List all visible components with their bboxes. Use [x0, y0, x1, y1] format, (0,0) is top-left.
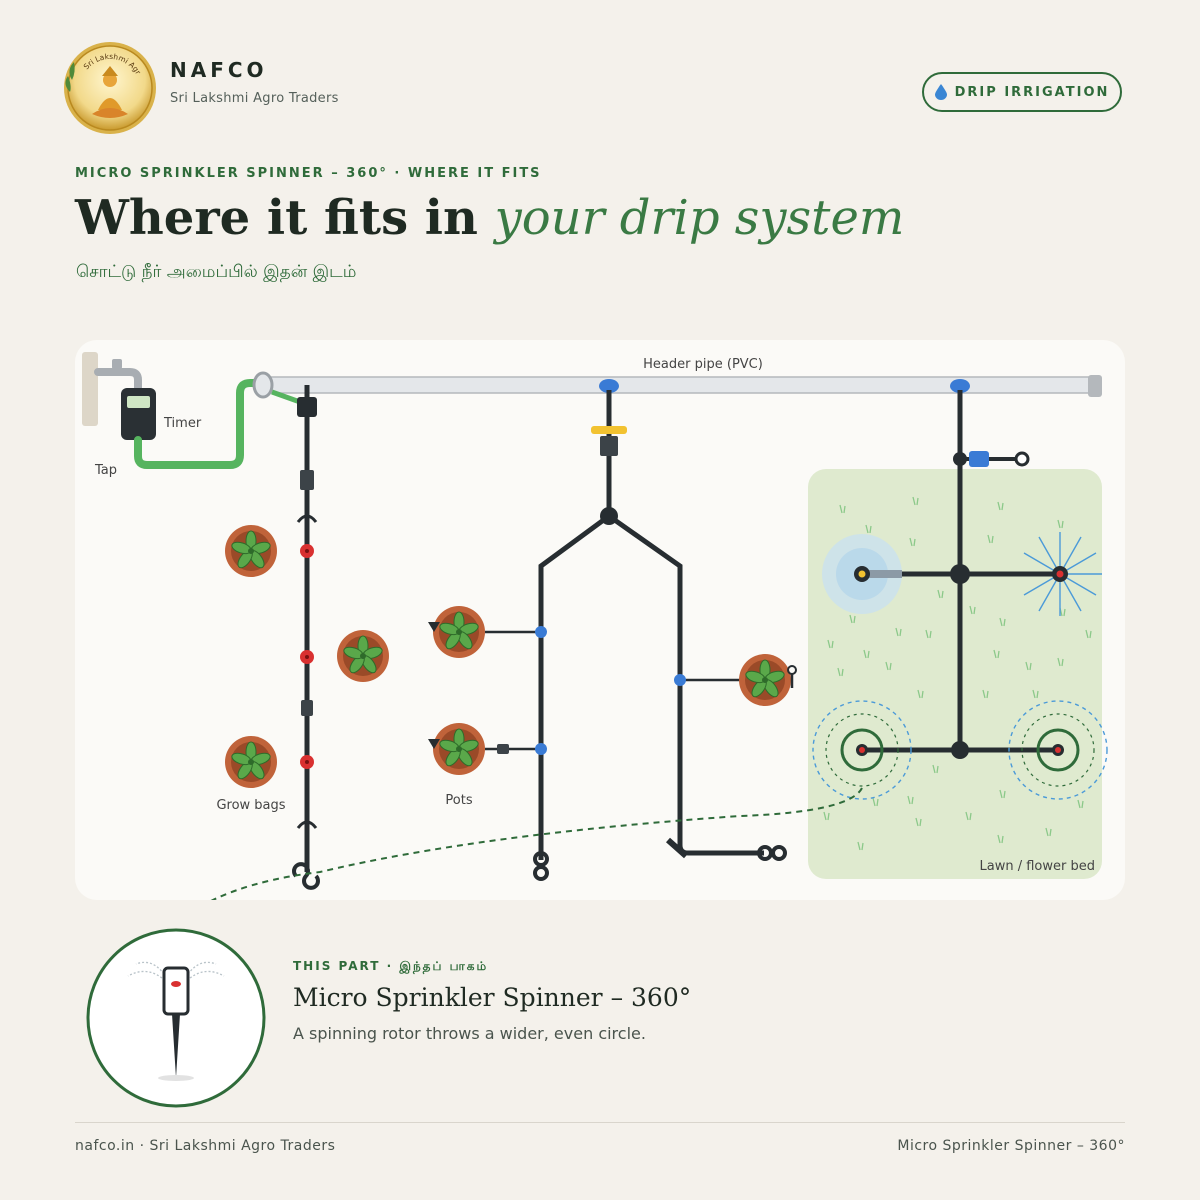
brand-logo: Sri Lakshmi Agro	[60, 33, 158, 136]
lawn-bed	[808, 469, 1102, 879]
timer-device	[121, 388, 156, 440]
header-pipe	[261, 376, 1099, 394]
end-cap-fold	[292, 862, 320, 890]
grow-bag-feed-tube	[271, 389, 301, 405]
footer-company: Sri Lakshmi Agro Traders	[149, 1138, 336, 1154]
tap-label: Tap	[94, 463, 117, 478]
tap-handle	[112, 359, 122, 369]
tap-spout	[94, 368, 142, 396]
part-kicker: THIS PART · இந்தப் பாகம்	[293, 959, 488, 975]
badge-label: DRIP IRRIGATION	[954, 84, 1110, 100]
tamil-subtitle: சொட்டு நீர் அமைப்பில் இதன் இடம்	[76, 262, 357, 282]
pot-plant	[738, 653, 792, 707]
grommet-takeoff	[674, 674, 686, 686]
grommet-takeoff	[535, 743, 547, 755]
section-kicker: MICRO SPRINKLER SPINNER – 360° · WHERE I…	[75, 166, 542, 181]
grommet-takeoff	[535, 626, 547, 638]
page-title: Where it fits in your drip system	[75, 190, 904, 246]
end-cap	[533, 865, 549, 881]
pots-filter	[591, 426, 627, 434]
header-pipe-label: Header pipe (PVC)	[643, 357, 763, 372]
garden-hose	[134, 379, 266, 469]
dripper-stake-icon	[428, 739, 440, 749]
pots-valve	[600, 436, 618, 456]
grow-bag-joiner	[301, 700, 313, 716]
title-emphasis: your drip system	[494, 190, 905, 246]
part-kicker-tamil: · இந்தப் பாகம்	[386, 959, 489, 973]
drip-system-diagram: Tap Timer Header pipe (PVC) Grow bags	[75, 340, 1125, 900]
grow-bag-joiner	[300, 470, 314, 490]
pot-plant	[432, 722, 486, 776]
elbow-joint	[666, 837, 688, 859]
header-end-cap	[1088, 375, 1102, 397]
pot-plant	[432, 605, 486, 659]
grow-bag-plant	[224, 524, 278, 578]
end-plug	[1014, 451, 1030, 467]
end-cap	[771, 845, 787, 861]
part-name: Micro Sprinkler Spinner – 360°	[293, 983, 692, 1012]
lateral-support	[296, 514, 318, 523]
footer-site-link[interactable]: nafco.in	[75, 1138, 135, 1154]
grow-bags-label: Grow bags	[216, 798, 285, 813]
header-takeoff	[950, 379, 970, 393]
header-takeoff	[599, 379, 619, 393]
timer-label: Timer	[163, 416, 202, 431]
brand-name: NAFCO	[170, 58, 268, 82]
grow-bag-plant	[336, 629, 390, 683]
pots-label: Pots	[445, 793, 472, 808]
part-description: A spinning rotor throws a wider, even ci…	[293, 1024, 646, 1043]
lawn-valve	[969, 451, 989, 467]
pots-lateral-left	[538, 513, 611, 860]
micro-tube-connector	[497, 744, 509, 754]
mist-riser	[866, 570, 902, 578]
spinner-sprinkler-icon	[127, 961, 225, 1081]
lakshmi-emblem-icon: Sri Lakshmi Agro	[60, 33, 156, 134]
wall-mount	[82, 352, 98, 426]
category-badge[interactable]: DRIP IRRIGATION	[922, 72, 1122, 112]
lawn-label: Lawn / flower bed	[980, 859, 1095, 874]
footer-divider	[75, 1122, 1125, 1123]
title-plain: Where it fits in	[75, 190, 495, 246]
grow-bag-plant	[224, 735, 278, 789]
dripper-stake-icon	[428, 622, 440, 632]
spinner-sprinkler-right	[1008, 700, 1108, 800]
part-kicker-en: THIS PART	[293, 959, 381, 973]
water-drop-icon	[934, 84, 947, 100]
tee-joint	[600, 507, 618, 525]
lateral-support	[296, 820, 318, 829]
cross-joint	[950, 564, 970, 584]
footer-left: nafco.in · Sri Lakshmi Agro Traders	[75, 1138, 335, 1154]
footer-product: Micro Sprinkler Spinner – 360°	[897, 1138, 1125, 1154]
tee-joint	[951, 741, 969, 759]
part-illustration	[86, 928, 266, 1108]
brand-subtitle: Sri Lakshmi Agro Traders	[170, 91, 339, 106]
callout-leader-line	[210, 787, 863, 900]
footer-separator: ·	[139, 1138, 145, 1154]
hose-coupler	[252, 371, 274, 399]
timer-screen	[127, 396, 150, 408]
spinner-sprinkler-left	[812, 700, 912, 800]
